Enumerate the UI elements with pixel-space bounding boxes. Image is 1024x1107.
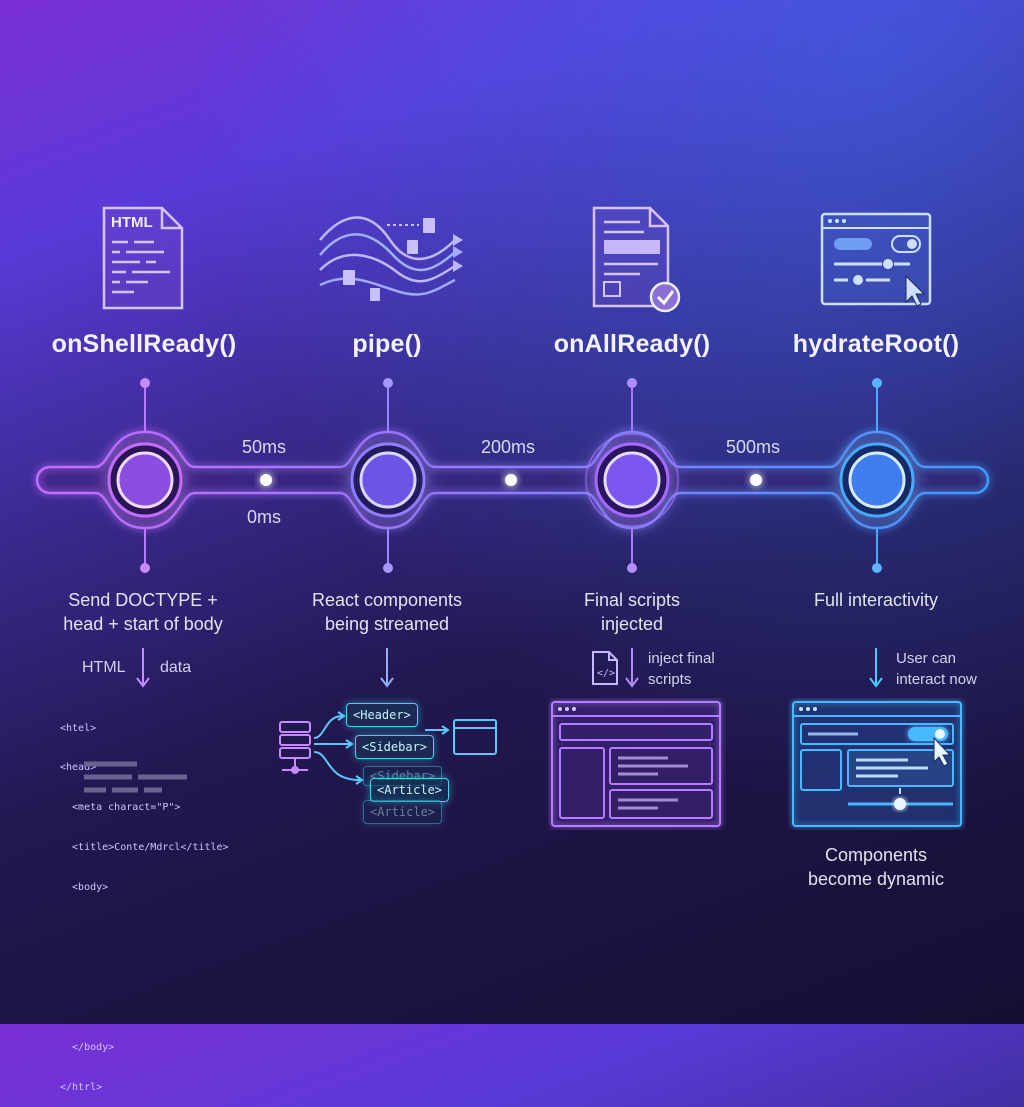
window-icon	[453, 719, 497, 755]
stream-icon	[315, 200, 465, 320]
stage-desc-onshellready: Send DOCTYPE + head + start of body	[63, 590, 223, 634]
stage-title-pipe: pipe()	[352, 330, 422, 358]
node-pipe	[350, 442, 426, 518]
svg-text:HTML: HTML	[111, 214, 153, 231]
stage1-data-label: data	[160, 659, 192, 676]
tag-article: <Article>	[370, 778, 450, 802]
stage-desc-onallready: Final scripts injected	[583, 590, 681, 634]
node-hydrateroot	[839, 442, 915, 518]
node-onshellready	[107, 442, 183, 518]
stage1-html-label: HTML	[82, 659, 126, 676]
timing-500ms: 500ms	[726, 437, 781, 457]
timing-50ms: 50ms	[242, 437, 287, 457]
document-check-icon	[580, 200, 700, 320]
stage4-caption: Components become dynamic	[807, 845, 945, 889]
stage-desc-hydrateroot: Full interactivity	[813, 590, 939, 610]
server-icon	[279, 721, 311, 774]
stage-title-hydrateroot: hydrateRoot()	[792, 330, 960, 358]
html-file-icon: HTML	[84, 200, 204, 320]
tag-sidebar: <Sidebar>	[355, 735, 435, 759]
stage-title-onallready: onAllReady()	[553, 330, 711, 358]
tag-article-faded: <Article>	[363, 800, 443, 824]
stage3-note: inject final scripts	[648, 650, 715, 688]
code-placeholder-lines	[84, 761, 187, 793]
interactive-window-icon	[818, 200, 938, 320]
server-stream-diagram	[279, 711, 497, 785]
tag-header: <Header>	[346, 703, 418, 727]
code-file-icon: </>	[592, 651, 618, 685]
node-onallready	[585, 433, 679, 527]
stage4-note: User can interact now	[896, 650, 977, 688]
cursor-icon	[933, 736, 952, 767]
timing-0ms: 0ms	[247, 507, 282, 527]
timeline	[35, 378, 990, 688]
html-code-snippet: <htel> <head> <meta charact="P"> <title>…	[60, 722, 229, 1093]
svg-text:</>: </>	[597, 668, 615, 679]
stage-desc-pipe: React components being streamed	[311, 590, 463, 634]
stage-title-onshellready: onShellReady()	[51, 330, 237, 358]
timing-200ms: 200ms	[481, 437, 536, 457]
interactive-ui-window	[792, 701, 962, 827]
page-layout-window	[551, 701, 721, 827]
